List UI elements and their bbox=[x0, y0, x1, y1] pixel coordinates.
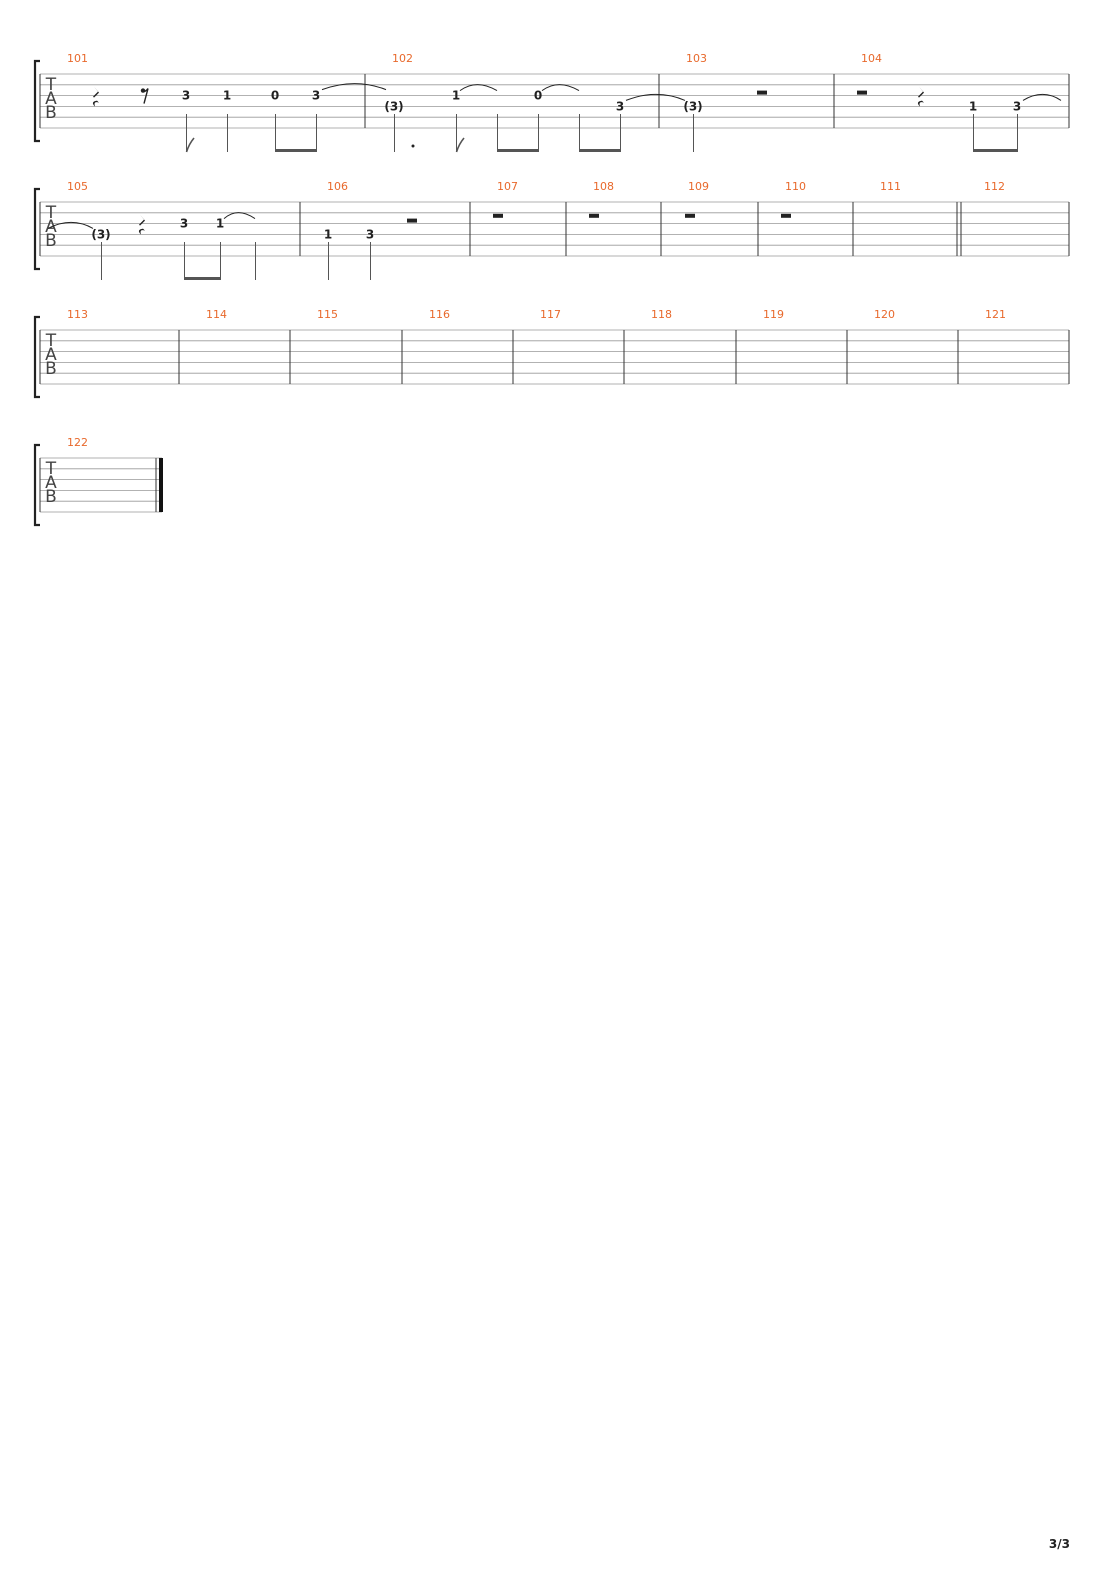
fret-number: (3) bbox=[91, 227, 110, 241]
tie bbox=[625, 93, 686, 101]
tab-clef-letter: B bbox=[45, 487, 57, 507]
measure-number: 115 bbox=[317, 308, 338, 321]
beam bbox=[973, 149, 1018, 152]
tab-clef-letter: T bbox=[45, 331, 57, 351]
tab-clef-letter: A bbox=[45, 89, 57, 109]
system-bracket bbox=[33, 315, 40, 399]
fret-number: 3 bbox=[312, 89, 320, 103]
page-number: 3/3 bbox=[1048, 1537, 1070, 1551]
final-barline bbox=[159, 458, 163, 512]
tie bbox=[321, 83, 387, 91]
measure-number: 109 bbox=[688, 180, 709, 193]
half-rest bbox=[407, 218, 417, 223]
fret-number: (3) bbox=[384, 99, 403, 113]
measure-number: 116 bbox=[429, 308, 450, 321]
quarter-rest bbox=[92, 86, 99, 107]
quarter-rest bbox=[917, 86, 924, 107]
tab-system: TAB 113 114 115 116 117 118 119 120 121 bbox=[33, 308, 1070, 399]
measure-number: 108 bbox=[593, 180, 614, 193]
duration-dot bbox=[411, 144, 415, 148]
fret-number: 1 bbox=[452, 89, 460, 103]
system-bracket bbox=[33, 59, 40, 143]
tab-clef-letter: T bbox=[45, 459, 57, 479]
beam bbox=[184, 277, 221, 280]
fret-number: 1 bbox=[216, 217, 224, 231]
tie bbox=[1022, 93, 1062, 101]
measure-number: 110 bbox=[785, 180, 806, 193]
tie bbox=[223, 212, 256, 220]
measure-number: 121 bbox=[985, 308, 1006, 321]
tab-clef-letter: B bbox=[45, 359, 57, 379]
measure-number: 119 bbox=[763, 308, 784, 321]
beam bbox=[275, 149, 317, 152]
measure-number: 101 bbox=[67, 52, 88, 65]
measure-number: 102 bbox=[392, 52, 413, 65]
fret-number: 3 bbox=[1013, 99, 1021, 113]
tie bbox=[459, 84, 498, 92]
tie bbox=[47, 221, 94, 229]
measure-number: 107 bbox=[497, 180, 518, 193]
beam bbox=[497, 149, 539, 152]
whole-rest bbox=[589, 213, 599, 218]
tab-clef-letter: A bbox=[45, 473, 57, 493]
measure-number: 118 bbox=[651, 308, 672, 321]
tab-clef-letter: B bbox=[45, 231, 57, 251]
tab-clef-letter: A bbox=[45, 345, 57, 365]
fret-number: 1 bbox=[223, 89, 231, 103]
measure-number: 106 bbox=[327, 180, 348, 193]
system-bracket bbox=[33, 443, 40, 527]
measure-number: 111 bbox=[880, 180, 901, 193]
measure-number: 113 bbox=[67, 308, 88, 321]
fret-number: 0 bbox=[271, 89, 279, 103]
eighth-flag bbox=[455, 137, 465, 153]
whole-rest bbox=[493, 213, 503, 218]
quarter-rest bbox=[138, 214, 145, 235]
fret-number: (3) bbox=[683, 99, 702, 113]
fret-number: 0 bbox=[534, 89, 542, 103]
measure-number: 117 bbox=[540, 308, 561, 321]
fret-number: 1 bbox=[324, 227, 332, 241]
measure-number: 103 bbox=[686, 52, 707, 65]
eighth-flag bbox=[185, 137, 195, 153]
tab-clef-letter: T bbox=[45, 75, 57, 95]
fret-number: 1 bbox=[969, 99, 977, 113]
fret-number: 3 bbox=[366, 227, 374, 241]
tab-system: TAB 122 bbox=[33, 436, 163, 527]
system-bracket bbox=[33, 187, 40, 271]
measure-number: 122 bbox=[67, 436, 88, 449]
fret-number: 3 bbox=[616, 99, 624, 113]
fret-number: 3 bbox=[180, 217, 188, 231]
measure-number: 112 bbox=[984, 180, 1005, 193]
tab-clef-letter: T bbox=[45, 203, 57, 223]
half-rest bbox=[857, 90, 867, 95]
measure-number: 120 bbox=[874, 308, 895, 321]
measure-number: 114 bbox=[206, 308, 227, 321]
measure-number: 105 bbox=[67, 180, 88, 193]
half-rest bbox=[757, 90, 767, 95]
tie bbox=[541, 84, 580, 92]
whole-rest bbox=[781, 213, 791, 218]
whole-rest bbox=[685, 213, 695, 218]
tab-clef-letter: B bbox=[45, 103, 57, 123]
measure-number: 104 bbox=[861, 52, 882, 65]
fret-number: 3 bbox=[182, 89, 190, 103]
beam bbox=[579, 149, 621, 152]
